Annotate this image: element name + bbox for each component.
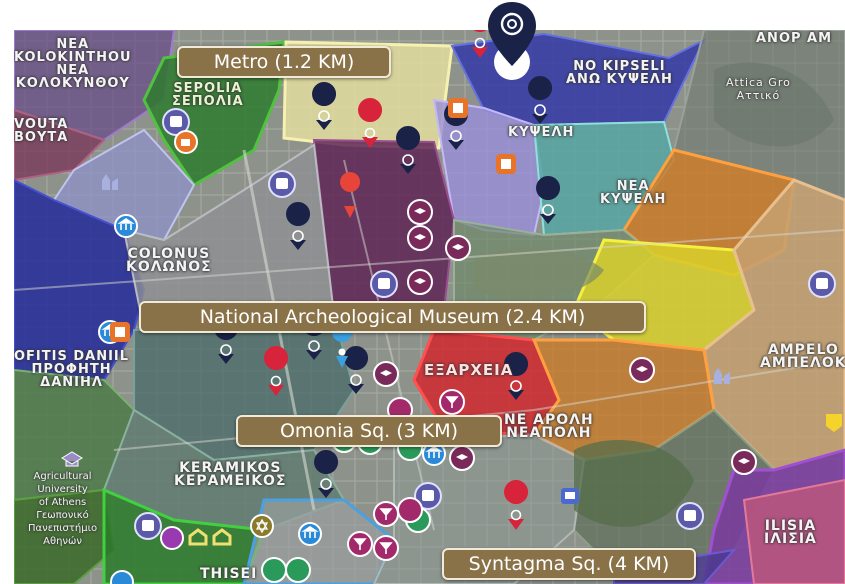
area-kypseli: KYΨΕΛΗ [508, 125, 575, 140]
area-anopatissia: ΑΝΟΡ ΑΜ [756, 31, 833, 46]
synagogue-icon [160, 414, 842, 550]
distance-label-syntagma: Syntagma Sq. (4 KM) [442, 548, 696, 580]
area-thiseio: THISEI [200, 566, 258, 582]
restaurant-icon [110, 98, 516, 342]
district-agricultural [14, 488, 116, 584]
park-lykavittos [574, 440, 694, 527]
location-marker-eye-icon[interactable] [486, 0, 538, 86]
distance-label-metro: Metro (1.2 KM) [177, 46, 391, 78]
education-icon [61, 199, 757, 475]
bar-icon [347, 389, 465, 561]
hindu-temple-icon [102, 174, 730, 384]
pin-icon [264, 30, 529, 530]
park-tourkovounia [714, 62, 834, 147]
district-ilisia-east [742, 478, 845, 584]
park-strefi [474, 247, 604, 299]
area-exarchia: ΕΞΑΡΧΕΙΑ [424, 361, 514, 379]
district-nea-kolokinthou [14, 30, 176, 142]
distance-label-museum: National Archeological Museum (2.4 KM) [139, 301, 646, 333]
cafe-icon [174, 130, 198, 154]
metro-icon [134, 108, 836, 540]
distance-label-omonia: Omonia Sq. (3 KM) [236, 415, 502, 447]
